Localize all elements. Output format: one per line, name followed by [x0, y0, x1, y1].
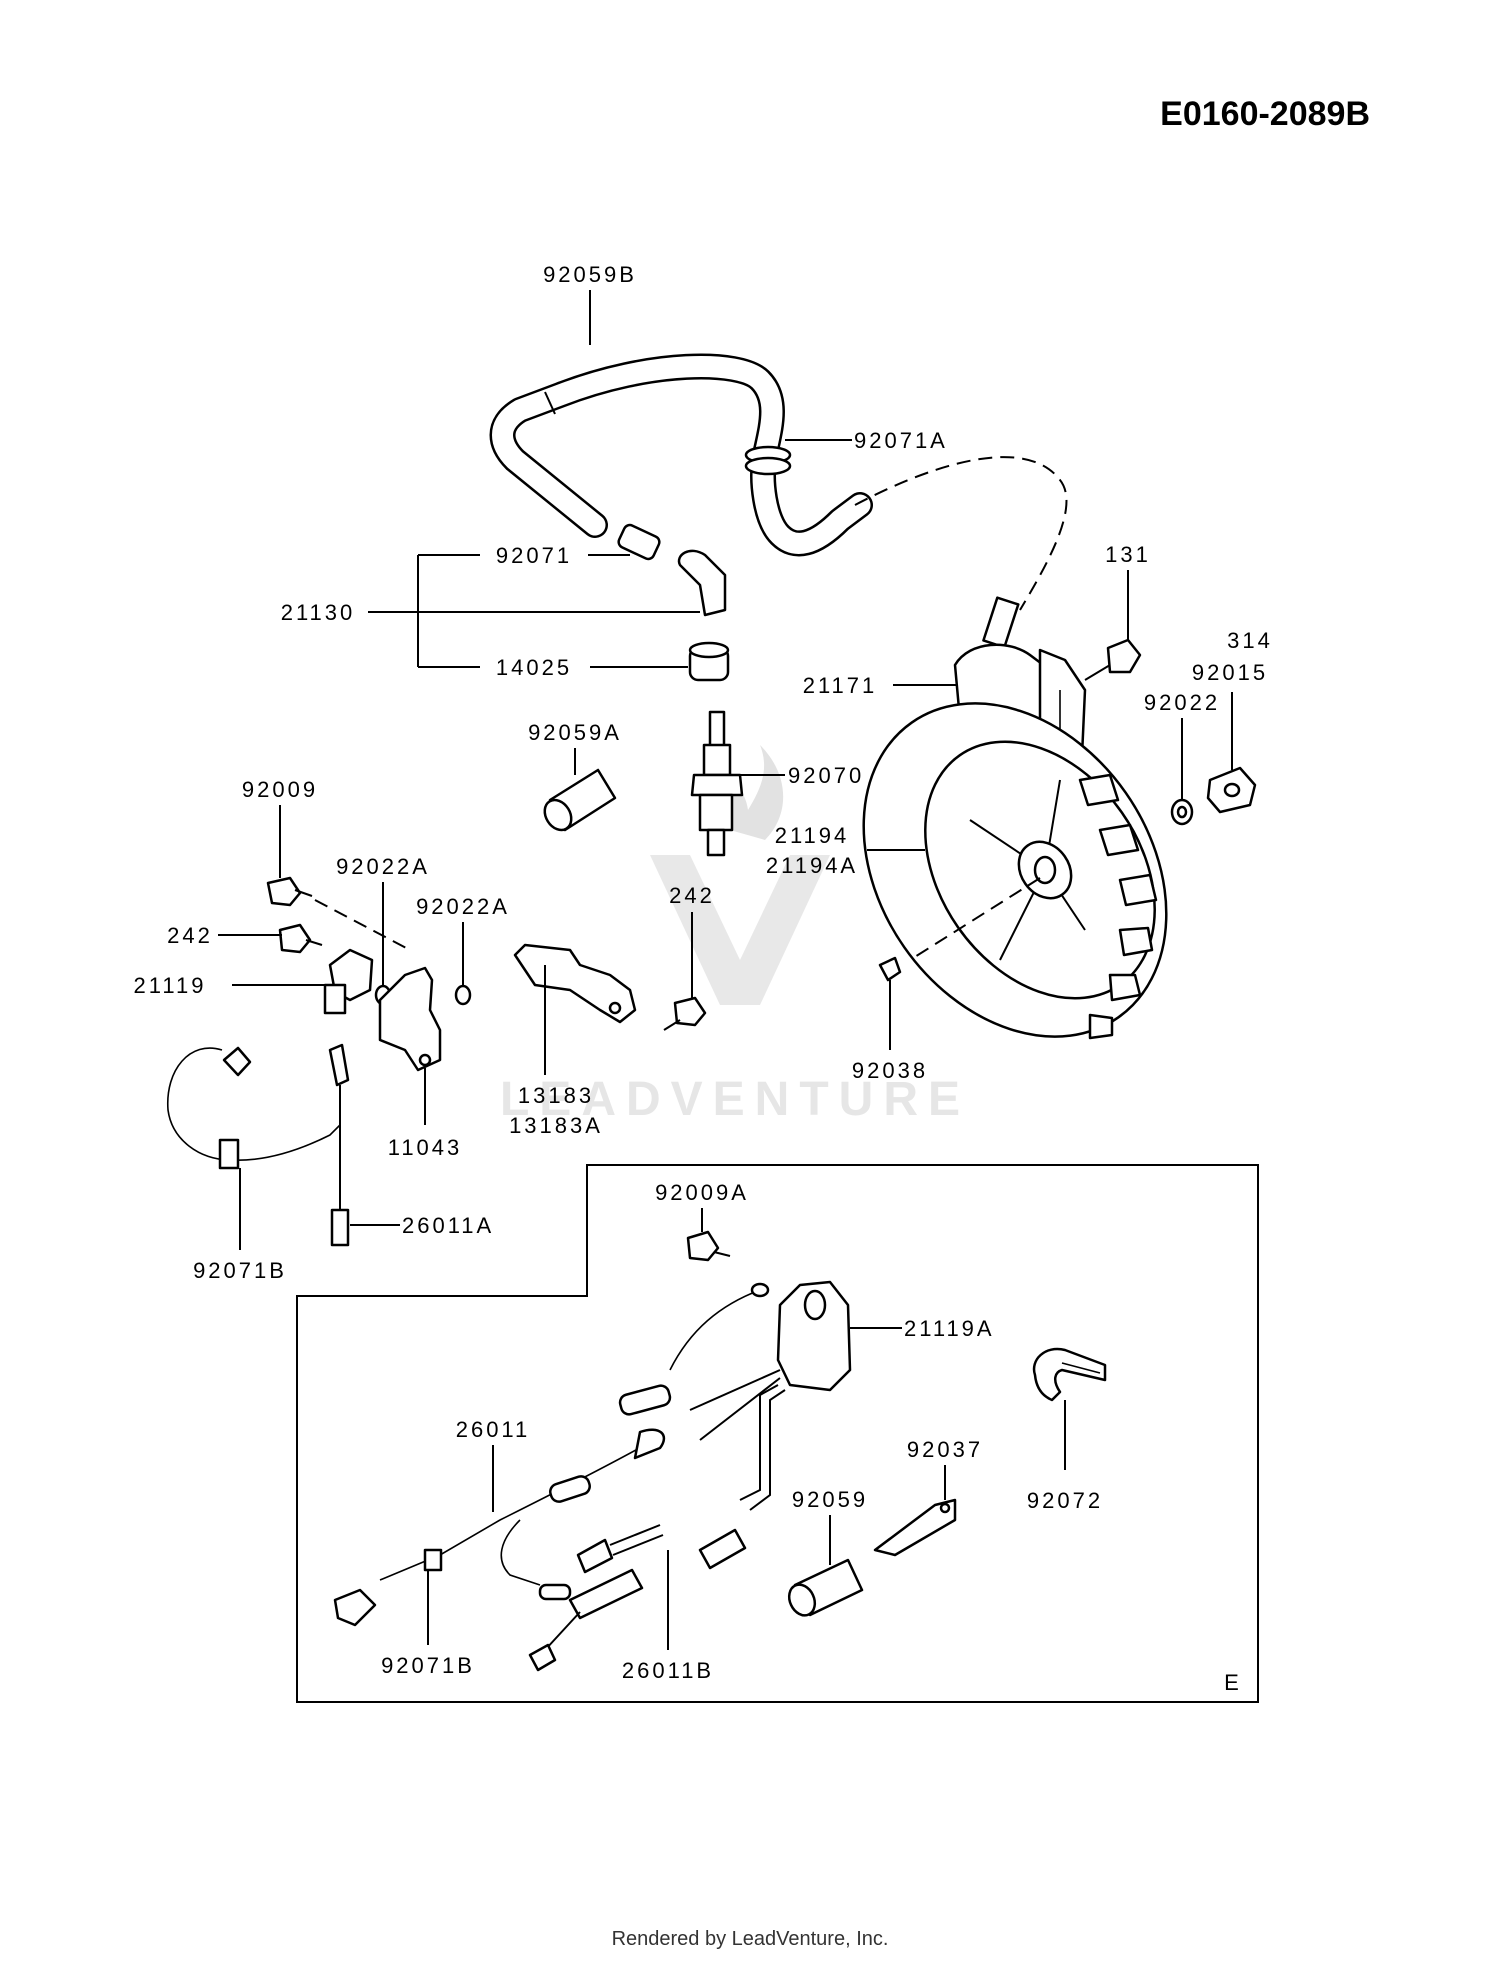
callout-92072: 92072: [1027, 1488, 1103, 1513]
bolt-242-mid: [663, 996, 707, 1031]
callout-92022: 92022: [1144, 690, 1220, 715]
ignition-coil-21119A: [618, 1280, 852, 1511]
callout-92009: 92009: [242, 777, 318, 802]
callout-92071B-left: 92071B: [193, 1258, 287, 1283]
callout-92071A: 92071A: [854, 428, 948, 453]
leader-lines: [218, 290, 1233, 1650]
callout-92070: 92070: [788, 763, 864, 788]
plug-cap-92071: [617, 523, 661, 561]
drawing-number: E0160-2089B: [1160, 95, 1370, 133]
callout-14025: 14025: [496, 655, 572, 680]
nut-92015: [1206, 766, 1257, 814]
cable-band-92071A: [744, 445, 792, 476]
callout-21194A: 21194A: [766, 853, 858, 878]
plate-13183: [513, 943, 637, 1024]
callout-21130: 21130: [281, 600, 356, 625]
bolt-242-left: [278, 923, 323, 954]
lead-wire-26011B: [528, 1528, 747, 1672]
connector-pair: [576, 1524, 664, 1574]
callout-242-mid: 242: [669, 883, 715, 908]
washer-92022: [1170, 798, 1194, 826]
boot-92059A: [543, 768, 617, 832]
callout-92037: 92037: [907, 1437, 983, 1462]
switch-21119: [323, 948, 374, 1015]
inset-corner-letter: E: [1224, 1670, 1242, 1695]
callout-92009A: 92009A: [655, 1180, 749, 1205]
boot-92059: [787, 1558, 864, 1617]
callout-92022A-left: 92022A: [336, 854, 430, 879]
callout-92038: 92038: [852, 1058, 928, 1083]
bracket-11043: [378, 966, 442, 1072]
callout-26011A: 26011A: [402, 1213, 494, 1238]
spring-14025: [688, 641, 730, 682]
washer-92022A-right: [454, 984, 472, 1006]
callout-21171: 21171: [803, 673, 878, 698]
watermark-text: LEADVENTURE: [500, 1073, 970, 1126]
callout-92059A: 92059A: [528, 720, 622, 745]
callout-26011: 26011: [456, 1417, 531, 1442]
inset-frame: [296, 1164, 1259, 1703]
callout-92022A-right: 92022A: [416, 894, 510, 919]
bolt-92009A: [686, 1230, 731, 1262]
callout-92015: 92015: [1192, 660, 1268, 685]
bolt-92009: [266, 876, 313, 907]
callout-92071B-inset: 92071B: [381, 1653, 475, 1678]
callout-21119A: 21119A: [904, 1316, 995, 1341]
clip-92037: [873, 1498, 957, 1557]
wire-clamp-92071B: [167, 1046, 341, 1170]
callout-26011B: 26011B: [622, 1658, 714, 1683]
footer-credit: Rendered by LeadVenture, Inc.: [612, 1928, 889, 1950]
callout-13183A: 13183A: [509, 1113, 603, 1138]
callout-242-left: 242: [167, 923, 213, 948]
lead-wire-26011: [333, 1428, 666, 1627]
callout-314: 314: [1227, 628, 1273, 653]
callout-92071: 92071: [496, 543, 572, 568]
callout-11043: 11043: [388, 1135, 463, 1160]
callout-92059B: 92059B: [543, 262, 637, 287]
spark-plug-92070: [690, 710, 744, 857]
callout-131: 131: [1105, 542, 1151, 567]
callout-92059: 92059: [792, 1487, 868, 1512]
callout-21194: 21194: [775, 823, 850, 848]
key-92038: [878, 956, 902, 982]
callout-21119: 21119: [134, 973, 207, 998]
ignition-cable-92059B: [489, 353, 1068, 611]
clamp-92072: [1032, 1347, 1107, 1402]
callout-13183: 13183: [518, 1083, 594, 1108]
plug-cap-21130: [677, 549, 727, 617]
lead-wire-26011A: [328, 1043, 350, 1247]
screw-131: [1084, 638, 1142, 681]
flywheel-21194: [862, 702, 1168, 1040]
callout-labels: 92059B 92071A 92071 21130 14025 131 314 …: [134, 262, 1273, 1695]
